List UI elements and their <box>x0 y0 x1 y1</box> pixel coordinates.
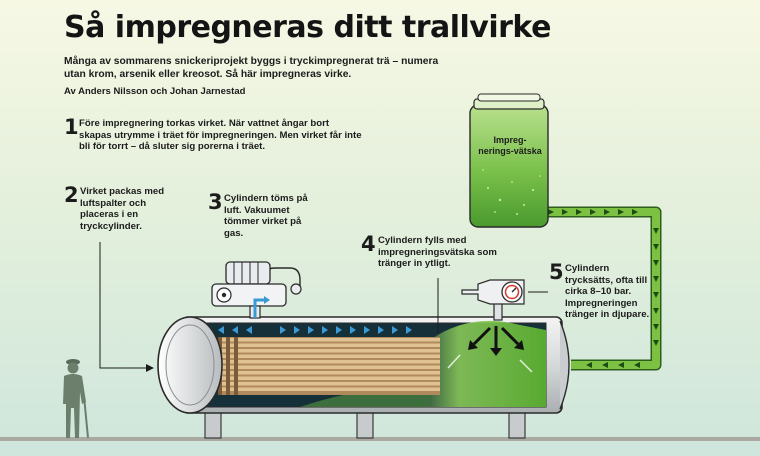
pressure-arrows <box>468 326 524 356</box>
step-number: 2 <box>64 183 79 207</box>
step-1: 1 Före impregnering torkas virket. När v… <box>64 115 364 153</box>
step-text: Cylindern fylls med impregneringsvätska … <box>378 235 497 269</box>
person-with-cane-icon <box>63 359 89 439</box>
byline: Av Anders Nilsson och Johan Jarnestad <box>64 86 246 97</box>
flow-arrows <box>548 209 659 368</box>
step-text: Virket packas med luftspalter och placer… <box>80 186 165 232</box>
step-number: 3 <box>208 190 223 214</box>
pressure-cylinder <box>157 316 570 414</box>
step-text: Cylindern trycksätts, ofta till cirka 8–… <box>565 263 650 320</box>
step-text: Cylindern töms på luft. Vakuumet tömmer … <box>224 193 308 239</box>
step-2: 2 Virket packas med luftspalter och plac… <box>64 183 174 232</box>
step-number: 4 <box>361 232 376 256</box>
step-4: 4 Cylindern fylls med impregneringsvätsk… <box>361 232 521 270</box>
lede-text: Många av sommarens snickeriprojekt byggs… <box>64 56 439 80</box>
step-text: Före impregnering torkas virket. När vat… <box>79 118 362 152</box>
liquid-storage-tank <box>469 93 549 228</box>
callout-lines <box>99 242 548 372</box>
vacuum-pump-icon <box>211 261 302 319</box>
tank-label: Impreg-nerings-vätska <box>478 135 542 156</box>
step-5: 5 Cylindern trycksätts, ofta till cirka … <box>549 260 659 321</box>
step-number: 1 <box>64 115 79 139</box>
step-3: 3 Cylindern töms på luft. Vakuumet tömme… <box>208 190 318 239</box>
vacuum-arrows <box>218 326 412 334</box>
ground-line <box>0 437 760 441</box>
pressure-gauge-icon <box>461 279 525 321</box>
lumber-stack <box>218 337 440 395</box>
page-title: Så impregneras ditt trallvirke <box>64 10 551 45</box>
cylinder-supports <box>204 411 526 439</box>
step-number: 5 <box>549 260 564 284</box>
